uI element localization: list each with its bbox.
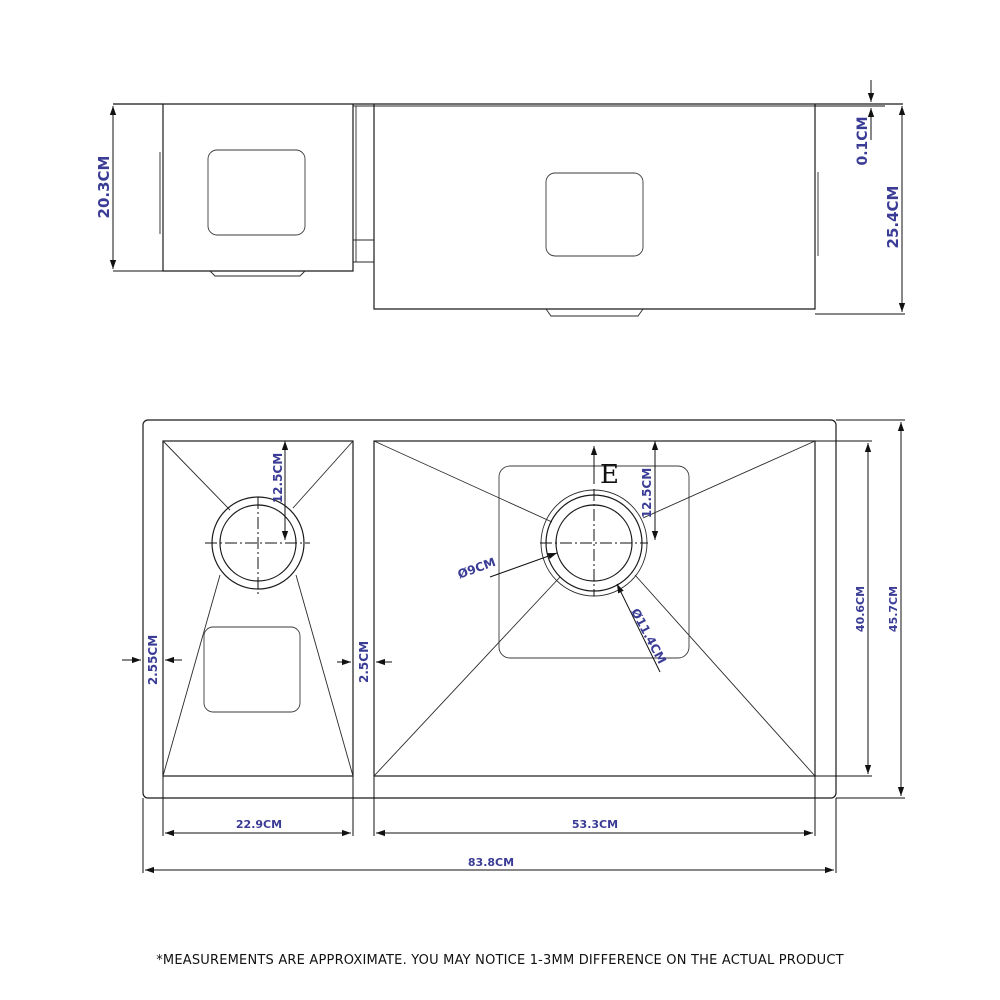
outer-depth-label: 45.7CM [887, 586, 900, 632]
large-drain-offset-label: 12.5CM [640, 468, 654, 518]
overall-width-label: 83.8CM [468, 856, 514, 869]
direction-marker: E [600, 460, 619, 490]
large-bowl-profile [373, 104, 816, 310]
side-view: 20.3CM 0.1CM 25.4CM [95, 80, 906, 317]
large-bowl [373, 440, 816, 777]
rim-thickness-label: 0.1CM [855, 116, 871, 165]
measurement-disclaimer: *MEASUREMENTS ARE APPROXIMATE. YOU MAY N… [156, 953, 844, 968]
small-drain-bottom [209, 270, 306, 277]
small-bowl-overflow-outline [207, 149, 306, 236]
small-bowl-overflow [203, 626, 301, 713]
small-bowl [162, 440, 354, 777]
top-view: E 12.5CM 12.5CM Ø9CM Ø11.4CM 2.55CM 2.5C… [122, 419, 905, 874]
small-bowl-slopes [162, 440, 354, 777]
large-drain-bottom [545, 308, 644, 317]
small-bowl-width-label: 22.9CM [236, 818, 282, 831]
drain-diameter-label: Ø9CM [456, 555, 498, 582]
inner-depth-label: 40.6CM [854, 586, 867, 632]
divider-width-label: 2.5CM [357, 641, 371, 683]
left-height-label: 20.3CM [95, 156, 113, 219]
large-bowl-slopes [373, 440, 816, 777]
flange-diameter-label: Ø11.4CM [628, 606, 669, 666]
left-margin-label: 2.55CM [146, 635, 160, 685]
small-drain-offset-label: 12.5CM [271, 453, 285, 503]
sink-outer-rim [142, 419, 837, 799]
right-height-label: 25.4CM [884, 186, 902, 249]
large-bowl-overflow-outline [545, 172, 644, 257]
large-bowl-width-label: 53.3CM [572, 818, 618, 831]
small-bowl-profile [162, 104, 354, 272]
